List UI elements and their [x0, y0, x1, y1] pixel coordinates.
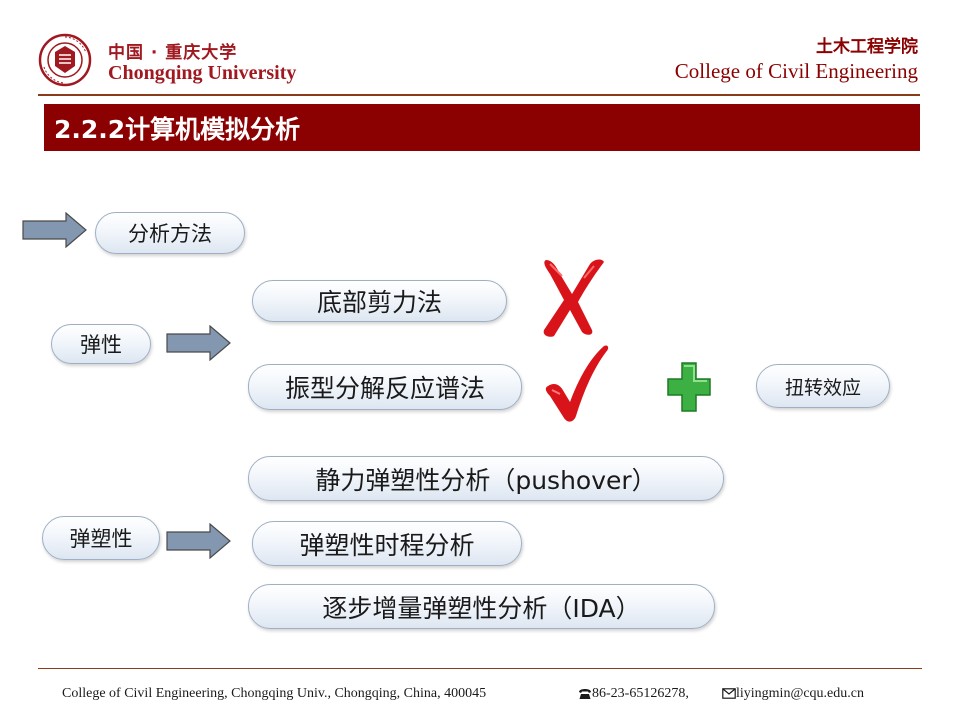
response-spectrum-method: 振型分解反应谱法	[248, 364, 522, 410]
green-plus-icon	[667, 362, 711, 412]
footer-phone: 86-23-65126278,	[578, 686, 689, 702]
time-history-analysis: 弹塑性时程分析	[252, 521, 522, 566]
red-cross-icon	[543, 259, 604, 337]
telephone-icon	[579, 688, 591, 699]
ida-analysis: 逐步增量弹塑性分析（IDA）	[248, 584, 715, 629]
university-logo	[38, 33, 92, 87]
arrow-elastic-icon	[166, 325, 231, 361]
base-shear-method: 底部剪力法	[252, 280, 507, 322]
chongqing-university-seal-icon	[38, 33, 92, 87]
header-divider	[38, 94, 920, 96]
university-name-cn: 中国 · 重庆大学	[108, 43, 238, 63]
title-bar	[44, 104, 920, 151]
footer-divider	[38, 668, 922, 669]
college-name-en: College of Civil Engineering	[674, 59, 918, 83]
slide-title: 2.2.2计算机模拟分析	[54, 115, 301, 144]
envelope-icon	[722, 688, 736, 700]
footer-address: College of Civil Engineering, Chongqing …	[62, 686, 487, 701]
college-name-cn: 土木工程学院	[816, 37, 918, 57]
email-address[interactable]: liyingmin@cqu.edu.cn	[736, 686, 864, 701]
elastoplastic-label: 弹塑性	[42, 516, 160, 560]
red-check-icon	[545, 345, 609, 422]
pushover-analysis: 静力弹塑性分析（pushover）	[248, 456, 724, 501]
footer-email: liyingmin@cqu.edu.cn	[722, 686, 864, 702]
arrow-method-icon	[22, 212, 87, 248]
method-label: 分析方法	[95, 212, 245, 254]
phone-number: 86-23-65126278,	[592, 686, 689, 701]
torsion-effect: 扭转效应	[756, 364, 890, 408]
arrow-plastic-icon	[166, 523, 231, 559]
elastic-label: 弹性	[51, 324, 151, 364]
university-name-en: Chongqing University	[108, 62, 297, 84]
